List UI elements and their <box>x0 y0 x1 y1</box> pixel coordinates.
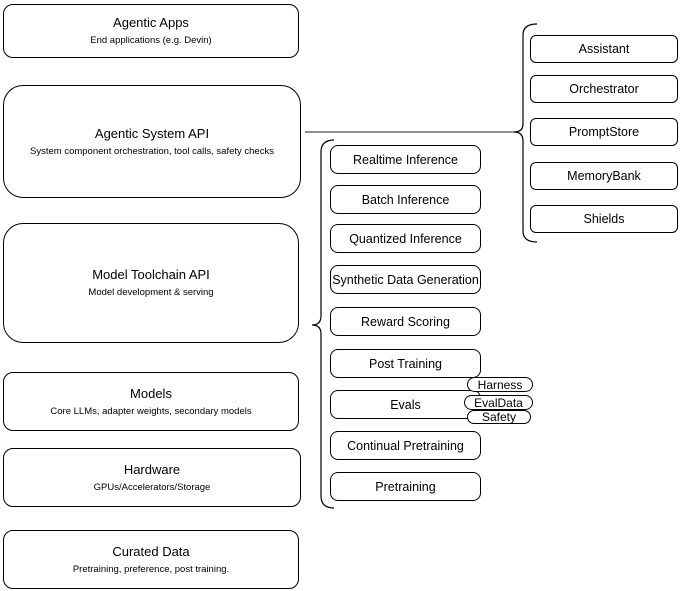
box-title: Curated Data <box>112 543 190 559</box>
box-subtitle: Model development & serving <box>88 287 214 298</box>
curated-data-box: Curated Data Pretraining, preference, po… <box>3 530 299 589</box>
component-promptstore: PromptStore <box>530 118 678 146</box>
model-toolchain-api-box: Model Toolchain API Model development & … <box>3 223 299 343</box>
component-memorybank: MemoryBank <box>530 162 678 190</box>
box-subtitle: End applications (e.g. Devin) <box>90 35 212 46</box>
agentic-apps-box: Agentic Apps End applications (e.g. Devi… <box>3 4 299 58</box>
box-title: Model Toolchain API <box>92 267 210 282</box>
toolchain-item-post-training: Post Training <box>330 349 481 378</box>
component-assistant: Assistant <box>530 35 678 63</box>
toolchain-item-continual-pretraining: Continual Pretraining <box>330 431 481 460</box>
component-shields: Shields <box>530 205 678 233</box>
box-title: Agentic Apps <box>113 15 189 30</box>
toolchain-item-quantized-inference: Quantized Inference <box>330 224 481 253</box>
toolchain-item-realtime-inference: Realtime Inference <box>330 145 481 174</box>
box-subtitle: Core LLMs, adapter weights, secondary mo… <box>50 405 252 417</box>
toolchain-item-synthetic-data-generation: Synthetic Data Generation <box>330 265 481 294</box>
models-box: Models Core LLMs, adapter weights, secon… <box>3 372 299 431</box>
toolchain-item-batch-inference: Batch Inference <box>330 185 481 214</box>
component-orchestrator: Orchestrator <box>530 75 678 103</box>
toolchain-item-pretraining: Pretraining <box>330 472 481 501</box>
box-subtitle: GPUs/Accelerators/Storage <box>93 481 211 493</box>
hardware-box: Hardware GPUs/Accelerators/Storage <box>3 448 301 507</box>
box-subtitle: Pretraining, preference, post training. <box>72 563 230 575</box>
evals-tag-safety: Safety <box>467 410 531 424</box>
agentic-system-api-box: Agentic System API System component orch… <box>3 85 301 198</box>
toolchain-item-evals: Evals <box>330 390 481 419</box>
box-subtitle: System component orchestration, tool cal… <box>30 145 274 157</box>
evals-tag-evaldata: EvalData <box>464 395 533 410</box>
box-title: Hardware <box>123 461 181 477</box>
toolchain-item-reward-scoring: Reward Scoring <box>330 307 481 336</box>
box-title: Models <box>130 385 172 401</box>
box-title: Agentic System API <box>94 125 210 141</box>
evals-tag-harness: Harness <box>467 377 533 392</box>
